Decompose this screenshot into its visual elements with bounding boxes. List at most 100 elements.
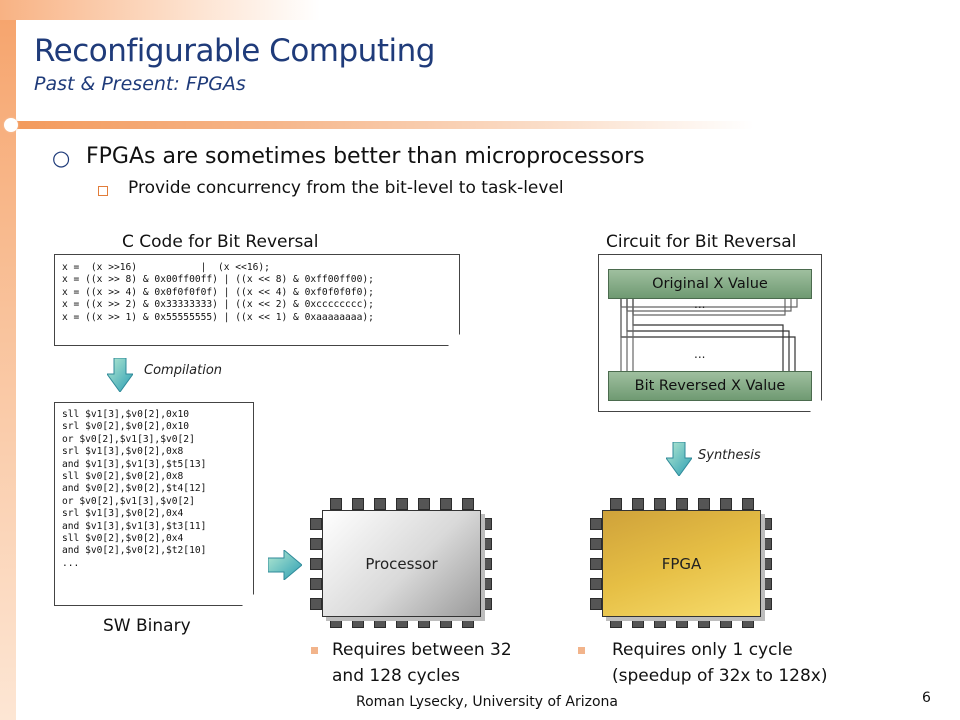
asm-line: or $v0[2],$v1[3],$v0[2] [62,433,195,445]
chip-pin [698,616,710,628]
asm-line: and $v0[2],$v0[2],$t4[12] [62,483,207,495]
processor-label: Processor [322,510,481,617]
circuit-wires [599,255,821,411]
chip-pin [676,616,688,628]
chip-pin [760,518,772,530]
chip-pin [480,538,492,550]
chip-pin [462,616,474,628]
chip-pin [352,616,364,628]
asm-line: srl $v1[3],$v0[2],0x4 [62,508,184,520]
chip-pin [440,498,452,510]
synthesis-caption: Synthesis [698,448,761,463]
slide-title: Reconfigurable Computing [34,33,435,69]
chip-pin [310,598,322,610]
original-x-value-bar: Original X Value [608,269,812,299]
right-arrow-icon [268,550,302,580]
asm-line: sll $v0[2],$v0[2],0x4 [62,533,184,545]
chip-pin [396,616,408,628]
underline-dot [4,118,18,132]
sub-bullet-text: Provide concurrency from the bit-level t… [128,178,564,198]
chip-pin [742,498,754,510]
slide-subtitle: Past & Present: FPGAs [34,73,246,95]
chip-pin [742,616,754,628]
page-number: 6 [922,690,931,706]
down-arrow-icon [107,358,133,392]
chip-pin [374,498,386,510]
asm-line: and $v1[3],$v1[3],$t3[11] [62,520,207,532]
chip-pin [698,498,710,510]
chip-pin [720,616,732,628]
sw-binary-label: SW Binary [103,616,191,636]
c-code-box: x = (x >>16) | (x <<16);x = ((x >> 8) & … [54,254,460,346]
chip-pin [418,616,430,628]
chip-pin [462,498,474,510]
main-bullet-text: FPGAs are sometimes better than micropro… [86,144,645,169]
chip-pin [480,598,492,610]
chip-pin [310,518,322,530]
fpga-label: FPGA [602,510,761,617]
chip-pin [418,498,430,510]
chip-pin [654,616,666,628]
circuit-box: Original X Value ... ... Bit Reversed X … [598,254,822,412]
chip-pin [590,518,602,530]
asm-line: sll $v0[2],$v0[2],0x8 [62,471,184,483]
circuit-label: Circuit for Bit Reversal [606,232,797,252]
chip-pin [610,498,622,510]
asm-line: and $v1[3],$v1[3],$t5[13] [62,458,207,470]
fpga-result-text: Requires only 1 cycle (speedup of 32x to… [612,640,828,686]
result-bullet-icon [578,647,585,654]
title-underline [14,121,754,129]
processor-result-text: Requires between 32 and 128 cycles [332,640,512,686]
compilation-caption: Compilation [144,363,223,378]
chip-pin [590,598,602,610]
chip-pin [760,538,772,550]
chip-pin [760,578,772,590]
chip-pin [760,558,772,570]
chip-pin [352,498,364,510]
asm-line: sll $v1[3],$v0[2],0x10 [62,409,190,420]
asm-line: and $v0[2],$v0[2],$t2[10] [62,545,207,557]
left-accent-bar [0,0,16,720]
chip-pin [676,498,688,510]
chip-pin [310,558,322,570]
chip-pin [720,498,732,510]
ellipsis-top: ... [694,297,706,311]
chip-pin [310,538,322,550]
chip-pin [760,598,772,610]
asm-line: ... [62,557,80,569]
processor-chip: Processor [308,496,494,630]
chip-pin [590,578,602,590]
chip-pin [654,498,666,510]
asm-line: or $v0[2],$v1[3],$v0[2] [62,495,195,507]
c-code-line: x = (x >>16) | (x <<16); [62,262,270,273]
c-code-label: C Code for Bit Reversal [122,232,319,252]
c-code-listing: x = (x >>16) | (x <<16);x = ((x >> 8) & … [62,262,374,324]
down-arrow-icon [666,442,692,476]
c-code-line: x = ((x >> 1) & 0x55555555) | ((x << 1) … [62,311,374,323]
chip-pin [632,616,644,628]
result-bullet-icon [311,647,318,654]
chip-pin [396,498,408,510]
chip-pin [330,616,342,628]
chip-pin [480,518,492,530]
ellipsis-bottom: ... [694,347,706,361]
c-code-line: x = ((x >> 8) & 0x00ff00ff) | ((x << 8) … [62,274,374,286]
chip-pin [590,538,602,550]
chip-pin [632,498,644,510]
asm-line: srl $v1[3],$v0[2],0x8 [62,446,184,458]
top-accent-glow [0,0,320,20]
chip-pin [480,578,492,590]
chip-pin [330,498,342,510]
ring-bullet-icon: ○ [52,146,71,170]
chip-pin [374,616,386,628]
bit-reversed-x-value-bar: Bit Reversed X Value [608,371,812,401]
chip-pin [310,578,322,590]
asm-line: srl $v0[2],$v0[2],0x10 [62,421,190,433]
square-bullet-icon [98,186,108,196]
chip-pin [610,616,622,628]
c-code-line: x = ((x >> 2) & 0x33333333) | ((x << 2) … [62,299,374,311]
footer-author: Roman Lysecky, University of Arizona [356,694,619,710]
chip-pin [480,558,492,570]
